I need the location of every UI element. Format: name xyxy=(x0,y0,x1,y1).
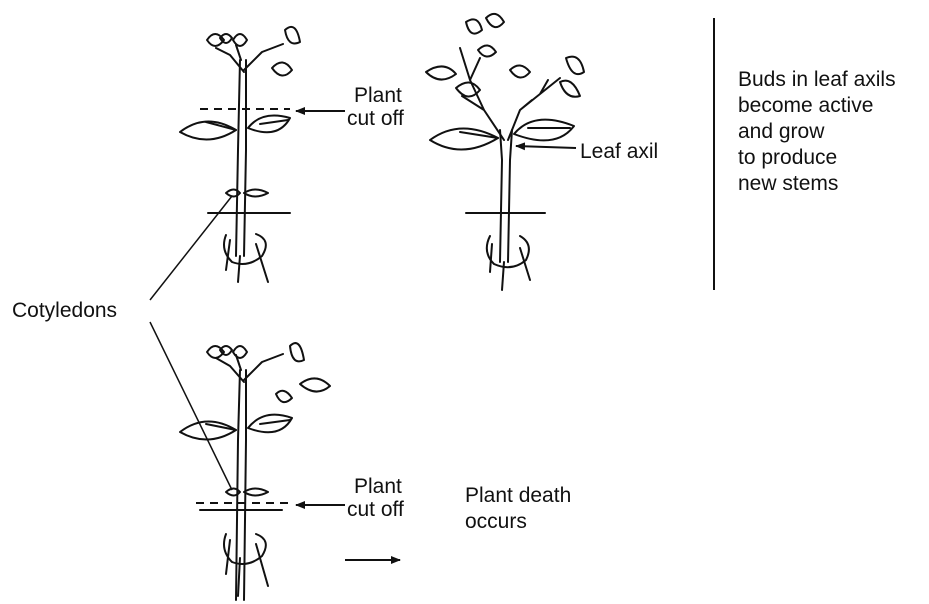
plant-death-label-line2: occurs xyxy=(465,510,527,533)
cut-label-bottom-line2: cut off xyxy=(347,498,404,521)
cut-label-top-line1: Plant xyxy=(354,84,402,107)
plant-top-right-illustration xyxy=(426,14,584,290)
plant-top-left-illustration xyxy=(180,27,300,282)
cut-label-bottom-line1: Plant xyxy=(354,475,402,498)
buds-label-line1: Buds in leaf axils xyxy=(738,68,896,91)
cotyledons-label: Cotyledons xyxy=(12,299,117,322)
buds-label-line4: to produce xyxy=(738,146,837,169)
plant-bottom-illustration xyxy=(180,343,330,600)
buds-label-line5: new stems xyxy=(738,172,838,195)
leaf-axil-label: Leaf axil xyxy=(580,140,658,163)
cut-label-top-line2: cut off xyxy=(347,107,404,130)
buds-label-line3: and grow xyxy=(738,120,824,143)
buds-label-line2: become active xyxy=(738,94,873,117)
plant-death-label-line1: Plant death xyxy=(465,484,571,507)
cotyledon-pointer-top xyxy=(150,196,232,300)
leaf-axil-arrow xyxy=(516,146,576,148)
